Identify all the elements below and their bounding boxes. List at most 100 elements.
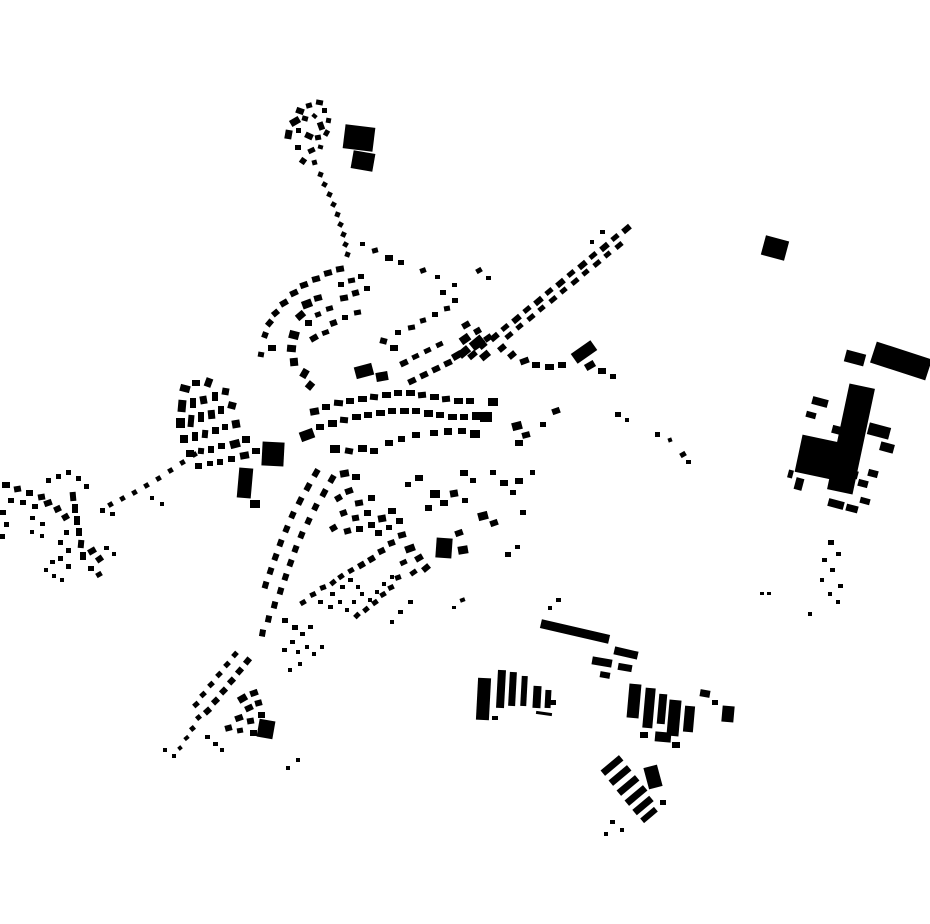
building-footprint [679,450,687,459]
building-footprint [387,583,395,592]
building-footprint [370,448,378,454]
building-footprint [308,625,313,629]
building-footprint [500,323,510,332]
building-footprint [603,250,612,259]
building-footprint [66,548,71,553]
building-footprint [353,362,375,380]
building-footprint [2,482,10,488]
building-footprint [291,544,300,554]
building-footprint [346,398,354,404]
building-footprint [329,578,337,587]
building-footprint [377,546,386,556]
building-footprint [430,394,439,400]
building-footprint [419,267,427,274]
building-footprint [339,416,349,424]
building-footprint [271,552,280,562]
building-footprint [309,407,320,416]
building-footprint [387,538,396,548]
building-footprint [613,646,639,660]
building-footprint [404,543,416,554]
building-footprint [340,585,345,589]
building-footprint [699,689,711,698]
building-footprint [8,498,14,503]
building-footprint [290,640,295,644]
building-footprint [414,553,424,563]
building-footprint [475,266,483,275]
building-footprint [430,430,438,436]
building-footprint [360,242,365,246]
building-footprint [460,470,468,476]
building-footprint [282,618,288,623]
building-footprint [295,106,305,116]
building-footprint [299,598,307,607]
building-footprint [577,259,588,271]
building-footprint [249,688,259,698]
building-footprint [488,398,498,406]
building-footprint [309,590,317,599]
building-footprint [640,732,648,738]
building-footprint [570,340,598,364]
building-footprint [358,396,367,402]
building-footprint [515,440,523,446]
building-footprint [215,670,223,679]
building-footprint [843,349,867,367]
building-footprint [110,512,115,516]
building-footprint [830,568,835,572]
building-footprint [333,493,344,503]
building-footprint [412,432,420,438]
building-footprint [256,718,276,740]
building-footprint [167,467,174,474]
building-footprint [252,448,260,454]
building-footprint [296,650,300,654]
building-footprint [556,598,561,602]
building-footprint [64,530,69,535]
building-footprint [309,333,319,343]
building-footprint [95,570,103,579]
building-footprint [30,516,35,520]
building-footprint [177,745,183,751]
building-footprint [838,584,843,588]
building-footprint [299,367,310,380]
building-footprint [375,371,389,382]
building-footprint [334,211,341,218]
building-footprint [342,124,376,152]
building-footprint [444,428,452,435]
building-footprint [435,275,440,279]
building-footprint [246,717,255,725]
building-footprint [305,320,312,326]
building-footprint [515,545,520,549]
building-footprint [212,392,218,401]
building-footprint [300,298,314,310]
building-footprint [859,496,871,506]
building-footprint [313,294,323,302]
building-footprint [475,677,492,721]
building-footprint [520,675,528,707]
building-footprint [236,727,244,734]
building-footprint [386,525,392,530]
building-footprint [352,474,360,480]
building-footprint [388,508,396,514]
building-footprint [60,578,64,582]
building-footprint [72,504,78,513]
building-footprint [371,598,379,607]
building-footprint [179,383,191,394]
building-footprint [364,286,370,291]
building-footprint [377,514,387,523]
building-footprint [322,129,331,137]
building-footprint [510,490,516,495]
building-footprint [180,435,188,443]
building-footprint [192,700,200,709]
building-footprint [338,600,342,604]
building-footprint [375,590,379,594]
building-footprint [642,687,656,729]
building-footprint [599,671,611,679]
building-footprint [470,478,476,483]
building-footprint [234,666,245,676]
building-footprint [112,552,116,556]
building-footprint [198,412,204,422]
building-footprint [452,298,458,303]
building-footprint [356,585,360,589]
building-footprint [827,498,845,510]
building-footprint [870,341,930,381]
building-footprint [457,545,469,555]
